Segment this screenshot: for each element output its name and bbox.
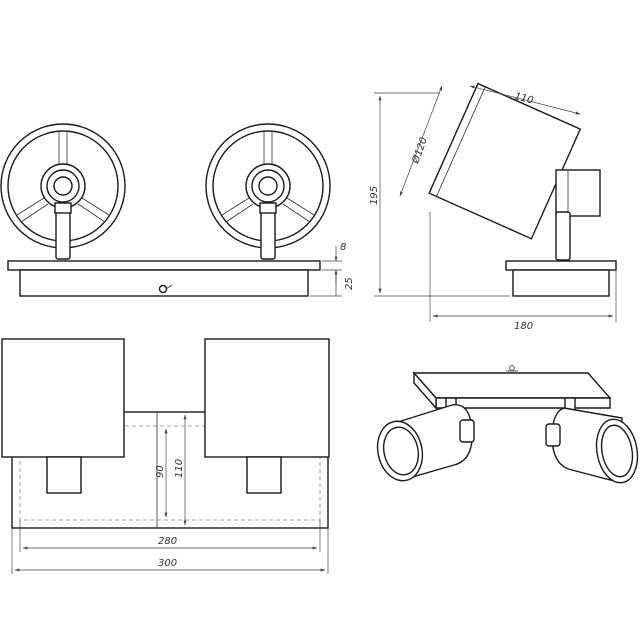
mounting-plate-front xyxy=(7,260,321,271)
dimension-110-shade-label: 110 xyxy=(513,91,534,106)
inner-outline-top xyxy=(19,425,321,521)
dimension-110-shade: 110 xyxy=(469,85,581,115)
mounting-plate-side xyxy=(505,260,617,271)
right-spot-persp xyxy=(545,407,639,484)
front-view: 8 25 xyxy=(0,123,355,297)
right-spot-front xyxy=(205,123,331,260)
left-arm-top xyxy=(46,456,82,494)
dimension-25: 25 xyxy=(310,270,355,297)
right-arm-top xyxy=(246,456,282,494)
dimension-280: 280 xyxy=(19,520,321,552)
dimension-195-label: 195 xyxy=(369,186,380,205)
base-box-side xyxy=(512,269,610,297)
dimension-8-label: 8 xyxy=(340,242,346,253)
dimension-180-label: 180 xyxy=(514,321,533,332)
base-box-front xyxy=(19,269,309,297)
shade-holder xyxy=(555,169,601,217)
dimension-180: 180 xyxy=(429,212,617,332)
dimension-25-label: 25 xyxy=(344,277,355,290)
left-spot-persp xyxy=(376,404,475,482)
perspective-view xyxy=(376,365,639,484)
dimension-90: 90 xyxy=(155,428,168,518)
dimension-90-label: 90 xyxy=(155,465,166,478)
plate-top-face xyxy=(412,372,612,399)
dimension-280-label: 280 xyxy=(158,536,177,547)
top-view: 90 110 280 300 xyxy=(1,338,330,574)
dimension-diameter-120-label: Ø120 xyxy=(409,136,430,166)
left-shade-top xyxy=(1,338,125,458)
dimension-110-plate-label: 110 xyxy=(174,459,185,478)
dimension-8: 8 xyxy=(322,242,346,285)
plate-side-face xyxy=(413,371,437,410)
dimension-110-plate: 110 xyxy=(174,414,187,526)
right-shade-top xyxy=(204,338,330,458)
side-view: 195 110 Ø120 180 xyxy=(369,82,617,332)
left-spot-front xyxy=(0,123,126,260)
dimension-300: 300 xyxy=(11,528,329,574)
dimension-300-label: 300 xyxy=(158,558,177,569)
side-arm xyxy=(555,211,571,261)
